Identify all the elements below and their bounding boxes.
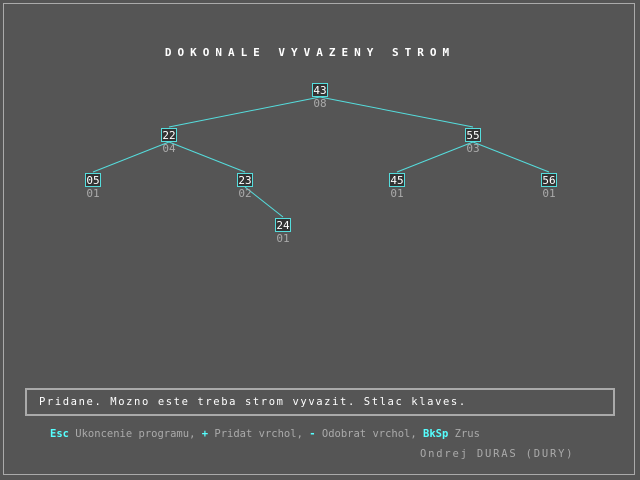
node-count: 01 <box>276 232 290 245</box>
node-count: 01 <box>86 187 100 200</box>
status-bar: Pridane. Mozno este treba strom vyvazit.… <box>25 388 615 416</box>
tree-edge <box>168 141 246 173</box>
page-title: DOKONALE VYVAZENY STROM <box>164 46 456 59</box>
plus-help-text: Pridat vrchol, <box>208 428 310 440</box>
tree-node: 24 <box>275 218 291 232</box>
node-count: 01 <box>390 187 404 200</box>
backspace-help-text: Zrus <box>448 428 480 440</box>
tree-edge <box>244 186 284 218</box>
minus-help-text: Odobrat vrchol, <box>315 428 424 440</box>
tree-edge <box>472 141 550 173</box>
help-line: Esc Ukoncenie programu, + Pridat vrchol,… <box>50 428 480 440</box>
esc-help-text: Ukoncenie programu, <box>68 428 202 440</box>
tree-node: 43 <box>312 83 328 97</box>
tree-node: 22 <box>161 128 177 142</box>
node-count: 02 <box>238 187 252 200</box>
tree-edge <box>319 96 474 128</box>
tree-edge <box>396 141 474 173</box>
esc-key-hint[interactable]: Esc <box>50 428 69 440</box>
screen-frame <box>3 3 635 475</box>
status-message: Pridane. Mozno este treba strom vyvazit.… <box>27 390 613 414</box>
node-count: 03 <box>466 142 480 155</box>
tree-node: 56 <box>541 173 557 187</box>
node-count: 04 <box>162 142 176 155</box>
tree-node: 55 <box>465 128 481 142</box>
author-credit: Ondrej DURAS (DURY) <box>420 448 575 460</box>
tree-node: 23 <box>237 173 253 187</box>
tree-node: 45 <box>389 173 405 187</box>
node-count: 01 <box>542 187 556 200</box>
node-count: 08 <box>313 97 327 110</box>
tree-node: 05 <box>85 173 101 187</box>
plus-key-hint[interactable]: + <box>201 428 209 440</box>
tree-edge <box>168 96 321 128</box>
tree-edge <box>92 141 170 173</box>
backspace-key-hint[interactable]: BkSp <box>423 428 449 440</box>
minus-key-hint[interactable]: - <box>309 428 316 440</box>
